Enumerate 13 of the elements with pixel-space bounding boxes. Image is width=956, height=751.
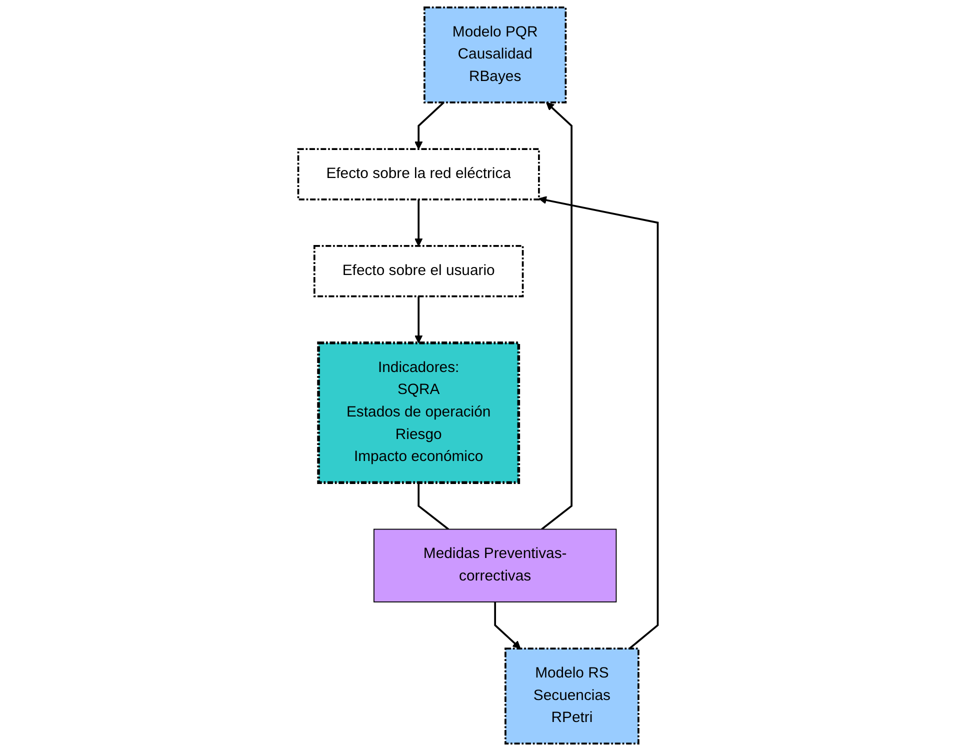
arrow xyxy=(414,296,423,344)
arrow xyxy=(414,102,444,150)
arrow xyxy=(494,602,521,649)
arrow xyxy=(541,102,572,530)
arrow xyxy=(414,199,423,246)
node-box: Modelo PQR Causalidad RBayes xyxy=(424,6,567,104)
node-box: Medidas Preventivas-correctivas xyxy=(373,528,617,602)
arrow xyxy=(538,196,659,650)
node-box: Efecto sobre la red eléctrica xyxy=(297,148,540,200)
node-box: Efecto sobre el usuario xyxy=(313,245,524,298)
connector xyxy=(418,482,450,530)
node-box: Modelo RS Secuencias RPetri xyxy=(504,648,640,744)
node-box: Indicadores: SQRA Estados de operación Riesgo Impacto económico xyxy=(317,342,520,484)
